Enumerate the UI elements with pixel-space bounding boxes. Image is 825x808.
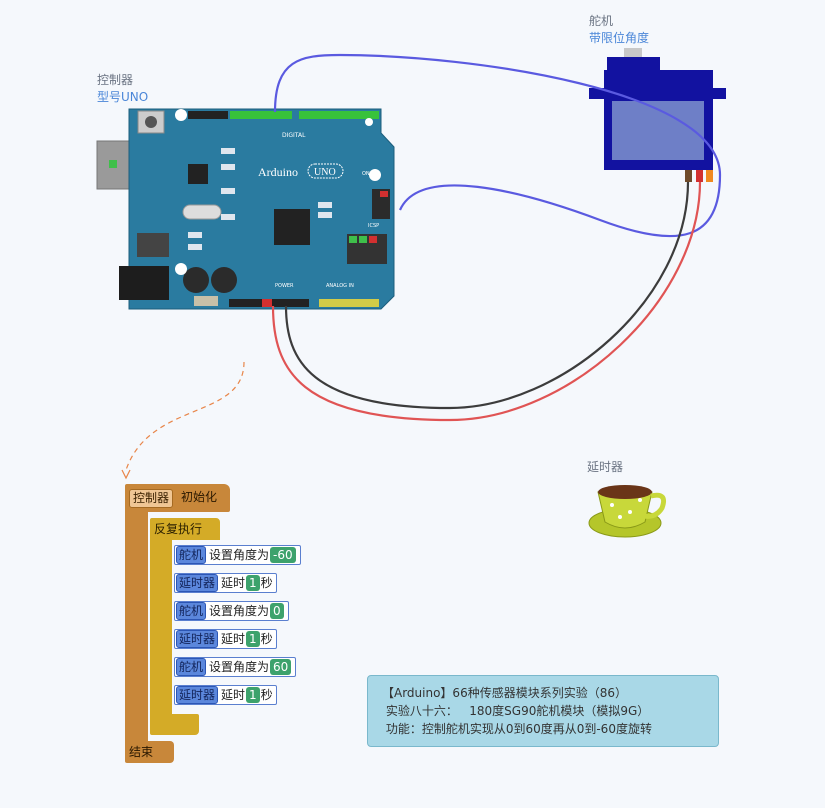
stmt-delay[interactable]: 延时器 延时 1 秒 — [174, 573, 277, 593]
delay-value[interactable]: 1 — [246, 687, 260, 703]
stmt-delay[interactable]: 延时器 延时 1 秒 — [174, 629, 277, 649]
init-block[interactable]: 控制器 初始化 — [125, 484, 230, 512]
init-block-body — [125, 510, 148, 745]
servo-label: 舵机 带限位角度 — [589, 13, 649, 47]
capacitor-1 — [183, 267, 209, 293]
loop-label: 反复执行 — [154, 522, 203, 536]
voltage-regulator — [137, 233, 169, 257]
init-action: 初始化 — [181, 490, 218, 504]
stmt-target[interactable]: 舵机 — [176, 546, 207, 564]
board-brand: Arduino — [258, 165, 298, 179]
analog-label: ANALOG IN — [326, 283, 354, 289]
controller-label: 控制器 型号UNO — [97, 72, 148, 106]
on-label: ON — [362, 171, 370, 177]
loop-block[interactable]: 反复执行 — [150, 518, 220, 540]
board-model: UNO — [314, 167, 336, 178]
info-line-3: 功能：控制舵机实现从0到60度再从0到-60度旋转 — [382, 722, 652, 736]
info-note: 【Arduino】66种传感器模块系列实验（86） 实验八十六： 180度SG9… — [367, 675, 719, 747]
arduino-board[interactable]: Arduino UNO DIGITAL POWER ANALOG IN ICSP… — [96, 108, 395, 310]
icsp-label: ICSP — [368, 223, 379, 229]
servo-desc: 带限位角度 — [589, 31, 650, 45]
delay-value[interactable]: 1 — [246, 575, 260, 591]
delay-value[interactable]: 1 — [246, 631, 260, 647]
analog-header — [319, 299, 379, 307]
angle-value[interactable]: -60 — [270, 547, 296, 563]
power-jack — [119, 266, 169, 300]
stmt-action: 延时 — [221, 632, 246, 646]
stmt-action: 设置角度为 — [209, 604, 270, 618]
init-target[interactable]: 控制器 — [129, 489, 174, 508]
capacitor-2 — [211, 267, 237, 293]
info-line-2: 实验八十六： 180度SG90舵机模块（模拟9G） — [382, 704, 650, 718]
stmt-servo-set-angle[interactable]: 舵机 设置角度为 0 — [174, 601, 289, 621]
stmt-target[interactable]: 延时器 — [176, 686, 219, 704]
stmt-action: 延时 — [221, 688, 246, 702]
usb-led — [109, 160, 117, 168]
link-arrow — [125, 361, 245, 471]
controller-name: 控制器 — [97, 73, 134, 87]
power-label: POWER — [275, 283, 294, 289]
servo-motor[interactable] — [589, 48, 726, 182]
angle-value[interactable]: 60 — [270, 659, 292, 675]
stmt-delay[interactable]: 延时器 延时 1 秒 — [174, 685, 277, 705]
mcu-chip — [274, 209, 310, 245]
digital-header-1 — [230, 111, 292, 119]
ground-wire — [284, 181, 690, 410]
power-wire — [271, 181, 702, 422]
stmt-action: 设置角度为 — [209, 660, 270, 674]
crystal — [182, 204, 222, 220]
controller-model: 型号UNO — [97, 90, 149, 104]
stmt-servo-set-angle[interactable]: 舵机 设置角度为 60 — [174, 657, 297, 677]
wires — [121, 53, 722, 480]
delay-unit: 秒 — [260, 632, 273, 646]
loop-block-footer — [150, 714, 199, 735]
info-line-1: 【Arduino】66种传感器模块系列实验（86） — [382, 686, 627, 700]
servo-name: 舵机 — [589, 14, 614, 28]
signal-wire — [273, 53, 722, 238]
stmt-target[interactable]: 舵机 — [176, 602, 207, 620]
end-label: 结束 — [129, 745, 154, 759]
teacup-icon[interactable] — [588, 485, 667, 538]
timer-label: 延时器 — [587, 460, 624, 474]
stmt-target[interactable]: 延时器 — [176, 630, 219, 648]
loop-block-body — [150, 540, 172, 715]
stmt-servo-set-angle[interactable]: 舵机 设置角度为 -60 — [174, 545, 301, 565]
end-block[interactable]: 结束 — [125, 741, 174, 763]
stmt-target[interactable]: 延时器 — [176, 574, 219, 592]
digital-label: DIGITAL — [282, 132, 306, 139]
delay-unit: 秒 — [260, 688, 273, 702]
stmt-action: 设置角度为 — [209, 548, 270, 562]
stmt-action: 延时 — [221, 576, 246, 590]
digital-header-2 — [299, 111, 379, 119]
angle-value[interactable]: 0 — [270, 603, 284, 619]
delay-unit: 秒 — [260, 576, 273, 590]
stmt-target[interactable]: 舵机 — [176, 658, 207, 676]
